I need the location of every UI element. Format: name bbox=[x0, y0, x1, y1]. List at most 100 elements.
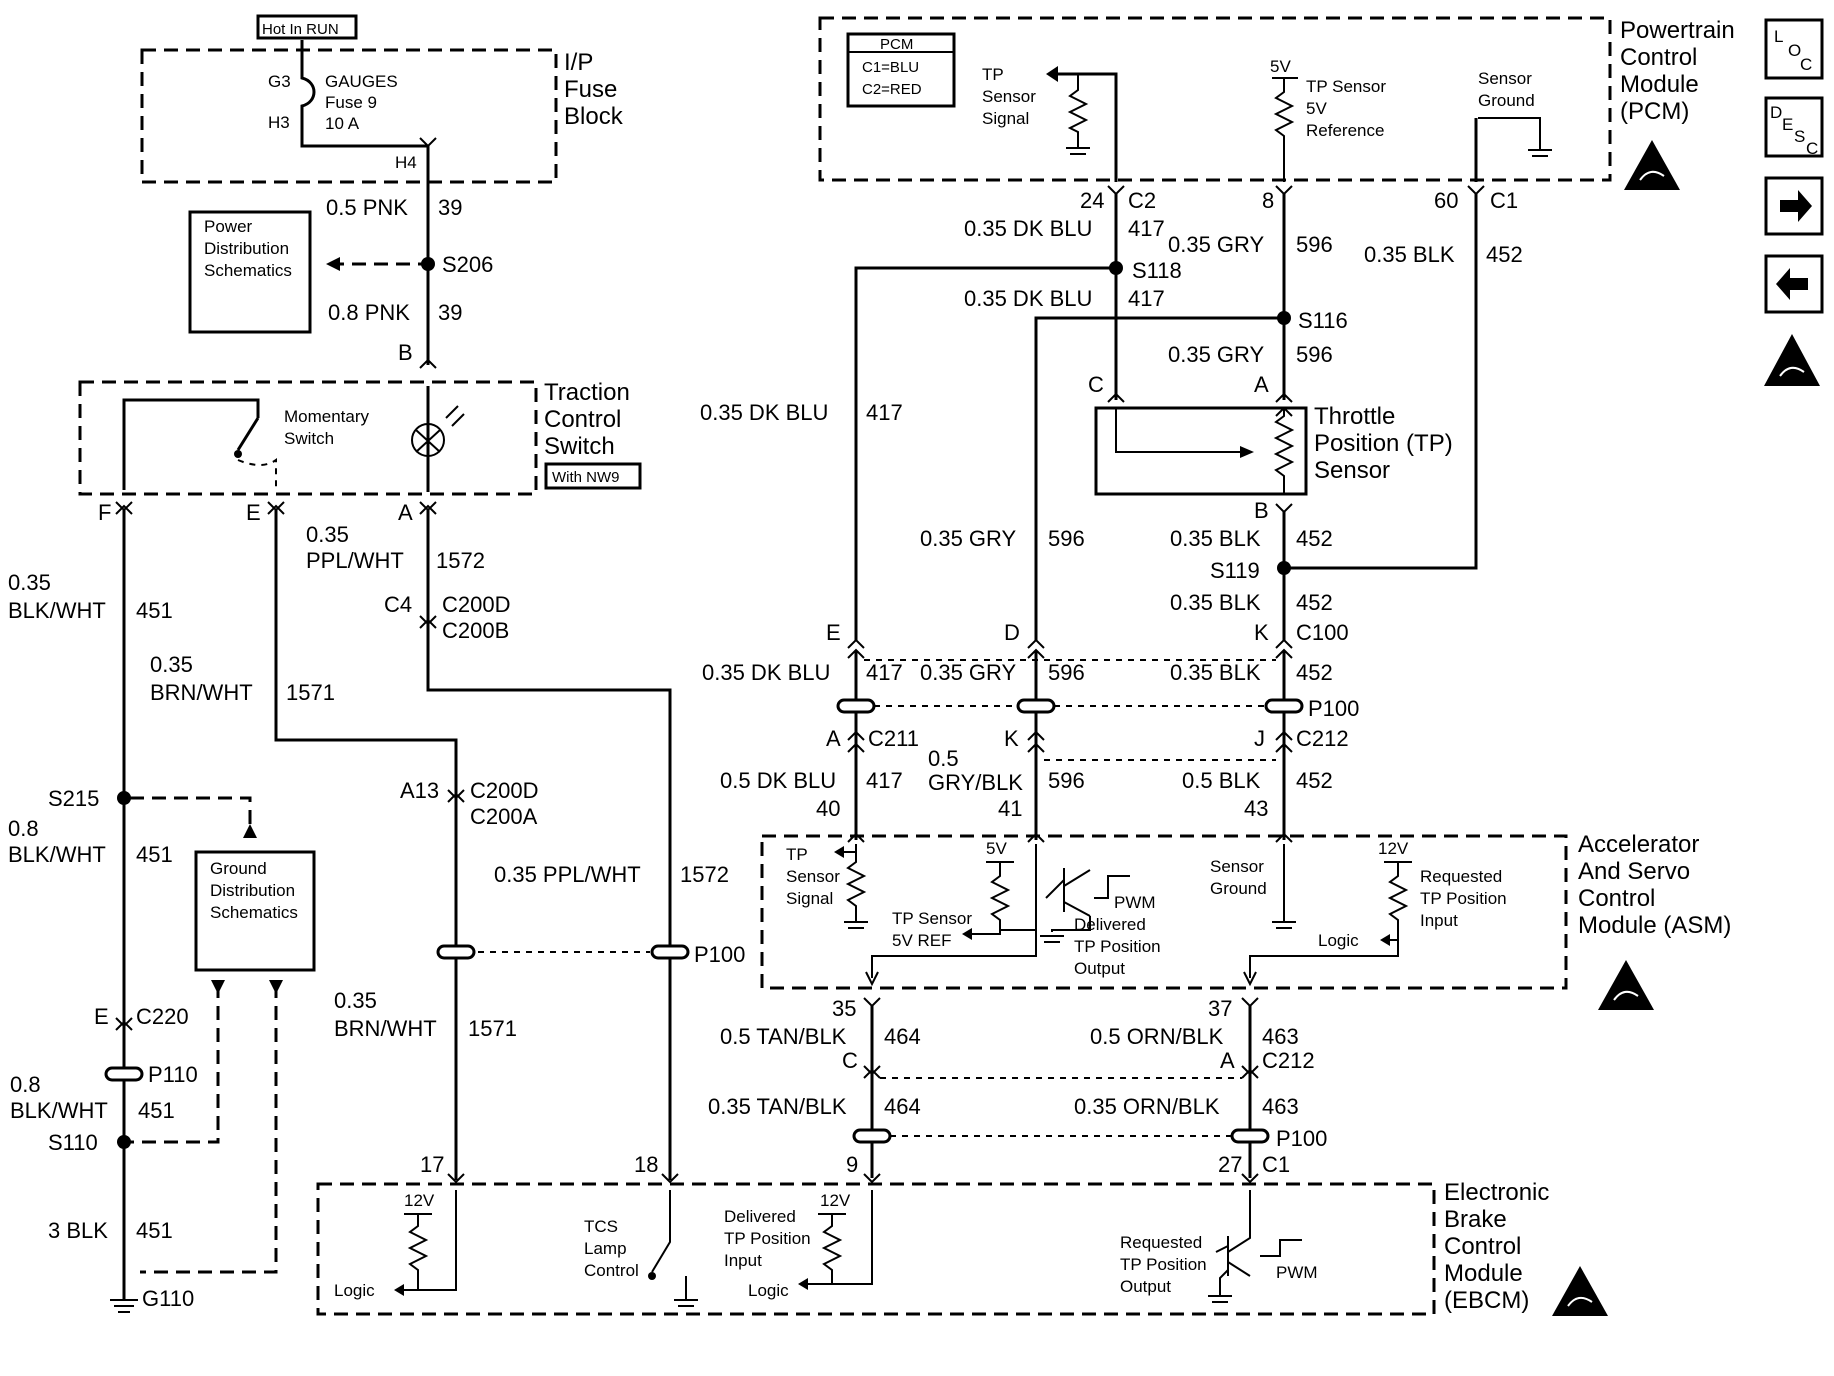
svg-text:A: A bbox=[1254, 372, 1269, 397]
svg-text:Ground: Ground bbox=[1210, 879, 1267, 898]
svg-text:PPL/WHT: PPL/WHT bbox=[306, 548, 404, 573]
svg-text:Control: Control bbox=[1444, 1233, 1521, 1260]
svg-text:463: 463 bbox=[1262, 1094, 1299, 1119]
svg-text:0.35 DK BLU: 0.35 DK BLU bbox=[702, 660, 830, 685]
svg-text:Ground: Ground bbox=[210, 859, 267, 878]
svg-text:0.35 ORN/BLK: 0.35 ORN/BLK bbox=[1074, 1094, 1220, 1119]
svg-text:1572: 1572 bbox=[680, 862, 729, 887]
svg-text:452: 452 bbox=[1486, 242, 1523, 267]
next-page-button[interactable] bbox=[1764, 176, 1824, 236]
svg-text:Module: Module bbox=[1620, 71, 1699, 98]
ebcm-logic-b: Logic bbox=[748, 1281, 789, 1300]
svg-text:C200D: C200D bbox=[442, 592, 510, 617]
wire-452-pcm bbox=[1284, 194, 1478, 570]
momentary-switch-label: Momentary Switch bbox=[284, 407, 370, 448]
svg-text:Powertrain: Powertrain bbox=[1620, 17, 1735, 44]
pcm-tp-signal: TP Sensor Signal bbox=[982, 65, 1036, 128]
asm-tp-5v-ref: TP Sensor 5V REF bbox=[892, 909, 972, 950]
power-distribution-box[interactable] bbox=[188, 210, 312, 334]
splice-s116-label: S116 bbox=[1298, 308, 1348, 333]
svg-text:Sensor: Sensor bbox=[786, 867, 840, 886]
svg-text:452: 452 bbox=[1296, 768, 1333, 793]
svg-text:TP Position: TP Position bbox=[1420, 889, 1507, 908]
prev-page-button[interactable] bbox=[1764, 254, 1824, 314]
svg-text:596: 596 bbox=[1296, 342, 1333, 367]
p100-shield-464 bbox=[852, 1128, 892, 1144]
svg-text:C211: C211 bbox=[868, 726, 919, 751]
svg-text:12V: 12V bbox=[1378, 839, 1409, 858]
pcm-outline bbox=[818, 16, 1612, 182]
tcs-pin-f: F bbox=[98, 500, 111, 525]
splice-s110 bbox=[117, 1135, 131, 1149]
p100-shield-596 bbox=[1016, 698, 1056, 714]
svg-text:Requested: Requested bbox=[1420, 867, 1502, 886]
svg-text:0.35 BLK: 0.35 BLK bbox=[1170, 660, 1261, 685]
svg-text:S: S bbox=[1794, 127, 1805, 146]
svg-text:451: 451 bbox=[136, 1218, 173, 1243]
svg-text:Accelerator: Accelerator bbox=[1578, 831, 1699, 858]
wire-39-circuit-bottom: 39 bbox=[438, 300, 462, 325]
svg-text:TP: TP bbox=[786, 845, 808, 864]
ground-distribution-box[interactable] bbox=[194, 850, 316, 972]
svg-text:BLK/WHT: BLK/WHT bbox=[10, 1098, 108, 1123]
ground-g110-icon bbox=[110, 1299, 138, 1313]
svg-text:18: 18 bbox=[634, 1152, 658, 1177]
svg-text:Reference: Reference bbox=[1306, 121, 1384, 140]
svg-text:PWM: PWM bbox=[1276, 1263, 1318, 1282]
svg-text:H3: H3 bbox=[268, 113, 290, 132]
svg-text:0.35: 0.35 bbox=[8, 570, 51, 595]
esd-info-button[interactable] bbox=[1764, 334, 1820, 386]
svg-text:Delivered: Delivered bbox=[1074, 915, 1146, 934]
pcm-tp-5v-ref: TP Sensor 5V Reference bbox=[1306, 77, 1386, 140]
svg-text:Fuse 9: Fuse 9 bbox=[325, 93, 377, 112]
svg-text:TCS: TCS bbox=[584, 1217, 618, 1236]
desc-button[interactable]: D E S C bbox=[1764, 96, 1824, 158]
splice-s119 bbox=[1277, 561, 1291, 575]
fuse-block-title: I/P Fuse Block bbox=[564, 49, 624, 130]
svg-text:8: 8 bbox=[1262, 188, 1274, 213]
svg-text:Distribution: Distribution bbox=[210, 881, 295, 900]
svg-text:417: 417 bbox=[866, 400, 903, 425]
tcs-pin-e: E bbox=[246, 500, 261, 525]
esd-warning-icon-ebcm bbox=[1552, 1266, 1608, 1316]
svg-text:C: C bbox=[1800, 55, 1812, 74]
asm-sensor-ground: Sensor Ground bbox=[1210, 857, 1267, 898]
svg-text:0.5 ORN/BLK: 0.5 ORN/BLK bbox=[1090, 1024, 1224, 1049]
svg-text:0.35 GRY: 0.35 GRY bbox=[920, 526, 1017, 551]
svg-text:E: E bbox=[94, 1004, 109, 1029]
svg-text:0.35 DK BLU: 0.35 DK BLU bbox=[700, 400, 828, 425]
svg-text:C: C bbox=[842, 1048, 858, 1073]
svg-text:O: O bbox=[1788, 41, 1801, 60]
svg-text:5V: 5V bbox=[1306, 99, 1327, 118]
svg-text:Ground: Ground bbox=[1478, 91, 1535, 110]
switch-lead-f bbox=[122, 398, 260, 490]
tcs-switch-title: Traction Control Switch bbox=[544, 379, 630, 460]
svg-text:K: K bbox=[1004, 726, 1019, 751]
hot-in-run-label: Hot In RUN bbox=[262, 21, 339, 38]
asm-delivered-tp-output: Delivered TP Position Output bbox=[1074, 915, 1161, 978]
svg-text:GRY/BLK: GRY/BLK bbox=[928, 770, 1023, 795]
svg-text:TP Sensor: TP Sensor bbox=[892, 909, 972, 928]
svg-text:Sensor: Sensor bbox=[982, 87, 1036, 106]
wire-39-gauge-bottom: 0.8 PNK bbox=[328, 300, 410, 325]
svg-text:Traction: Traction bbox=[544, 379, 630, 406]
p110-shield bbox=[104, 1066, 144, 1082]
svg-text:463: 463 bbox=[1262, 1024, 1299, 1049]
esd-warning-icon-side bbox=[1764, 334, 1820, 386]
loc-button[interactable]: L O C bbox=[1764, 18, 1824, 80]
svg-text:0.35 BLK: 0.35 BLK bbox=[1364, 242, 1455, 267]
wire-39-circuit-top: 39 bbox=[438, 195, 462, 220]
svg-text:0.8: 0.8 bbox=[10, 1072, 41, 1097]
svg-text:0.5 TAN/BLK: 0.5 TAN/BLK bbox=[720, 1024, 847, 1049]
svg-text:A: A bbox=[1220, 1048, 1235, 1073]
svg-text:451: 451 bbox=[136, 598, 173, 623]
svg-text:Switch: Switch bbox=[544, 433, 615, 460]
svg-text:Output: Output bbox=[1074, 959, 1125, 978]
svg-text:Throttle: Throttle bbox=[1314, 403, 1395, 430]
tcs-switch-outline bbox=[78, 380, 538, 496]
ebcm-requested-tp-output: Requested TP Position Output bbox=[1120, 1233, 1207, 1296]
wire-1572 bbox=[426, 510, 672, 1180]
svg-text:0.35: 0.35 bbox=[334, 988, 377, 1013]
p100-shield-463 bbox=[1230, 1128, 1270, 1144]
svg-text:0.35 TAN/BLK: 0.35 TAN/BLK bbox=[708, 1094, 847, 1119]
